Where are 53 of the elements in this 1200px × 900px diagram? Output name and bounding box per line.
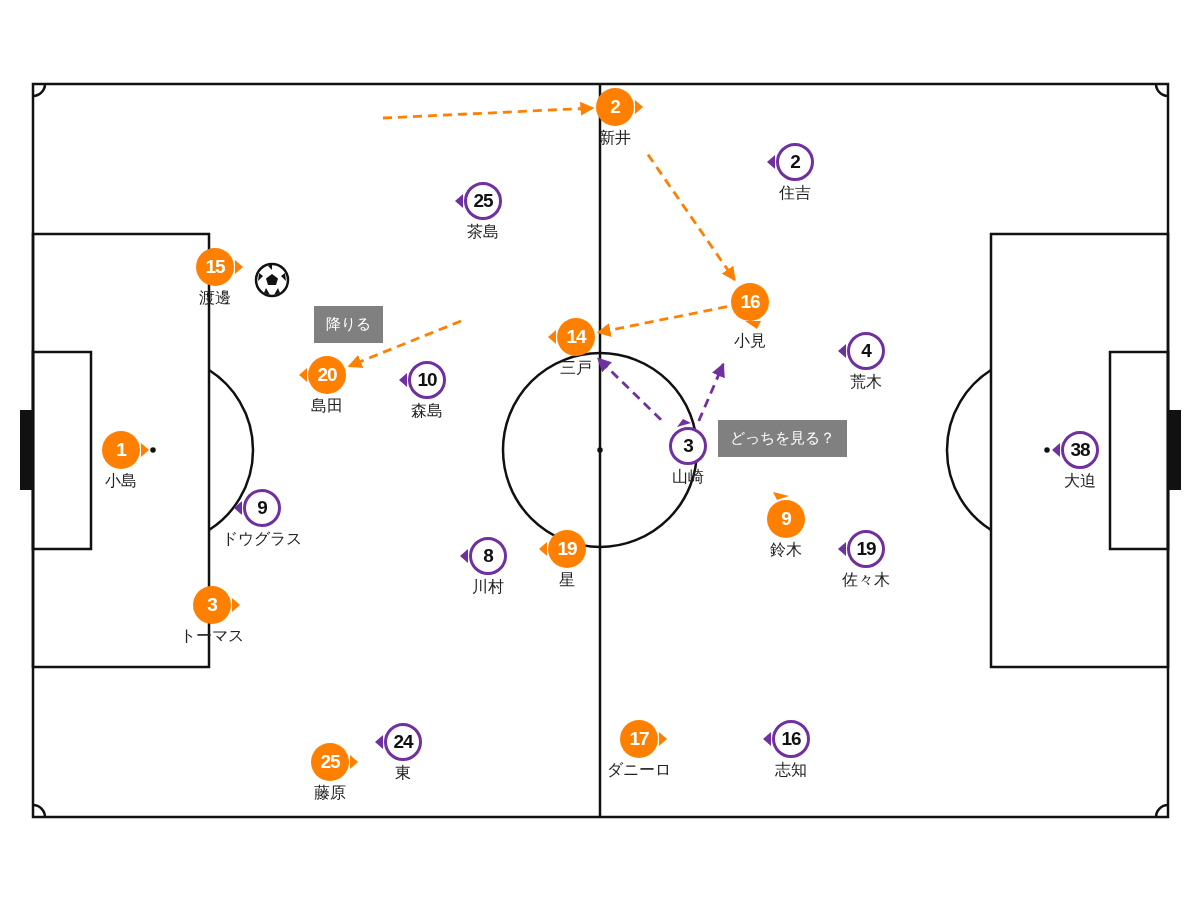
player-name: 志知 xyxy=(775,761,807,779)
player-name: 星 xyxy=(559,571,575,589)
player-token xyxy=(767,492,805,559)
arrow xyxy=(382,101,595,120)
player-name: 大迫 xyxy=(1064,472,1096,490)
player-number: 14 xyxy=(557,318,595,356)
player-token xyxy=(731,283,769,350)
player-name: 島田 xyxy=(311,397,343,415)
arrow xyxy=(646,153,736,282)
player-name: 鈴木 xyxy=(770,541,802,559)
player-number: 9 xyxy=(243,489,281,527)
player-number: 4 xyxy=(847,332,885,370)
player-number: 24 xyxy=(384,723,422,761)
arrow xyxy=(597,357,662,421)
player-number: 20 xyxy=(308,356,346,394)
player-number: 10 xyxy=(408,361,446,399)
player-token xyxy=(607,720,671,779)
player-name: 住吉 xyxy=(779,184,811,202)
arrow xyxy=(347,319,462,368)
player-name: 荒木 xyxy=(850,373,882,391)
player-number: 25 xyxy=(311,743,349,781)
player-number: 19 xyxy=(847,530,885,568)
player-name: 三戸 xyxy=(560,359,592,377)
callout-note: どっちを見る？ xyxy=(718,420,847,457)
player-number: 3 xyxy=(669,427,707,465)
player-name: 藤原 xyxy=(314,784,346,802)
player-name: トーマス xyxy=(180,627,244,645)
player-name: 佐々木 xyxy=(842,571,890,589)
player-name: ダニーロ xyxy=(607,761,671,779)
callout-note: 降りる xyxy=(314,306,383,343)
player-name: 小見 xyxy=(734,332,766,350)
player-name: 川村 xyxy=(472,578,504,596)
player-number: 16 xyxy=(772,720,810,758)
player-number: 3 xyxy=(193,586,231,624)
player-number: 15 xyxy=(196,248,234,286)
player-number: 2 xyxy=(596,88,634,126)
player-number: 25 xyxy=(464,182,502,220)
player-name: 小島 xyxy=(105,472,137,490)
player-number: 9 xyxy=(767,500,805,538)
arrow xyxy=(596,305,728,337)
player-number: 16 xyxy=(731,283,769,321)
player-number: 2 xyxy=(776,143,814,181)
player-token xyxy=(669,419,707,486)
player-name: 東 xyxy=(395,764,411,782)
arrow xyxy=(697,362,725,422)
player-number: 8 xyxy=(469,537,507,575)
player-name: 森島 xyxy=(411,402,443,420)
player-name: ドウグラス xyxy=(222,530,302,548)
player-number: 17 xyxy=(620,720,658,758)
player-number: 19 xyxy=(548,530,586,568)
player-number: 1 xyxy=(102,431,140,469)
player-name: 茶島 xyxy=(467,223,499,241)
player-number: 38 xyxy=(1061,431,1099,469)
